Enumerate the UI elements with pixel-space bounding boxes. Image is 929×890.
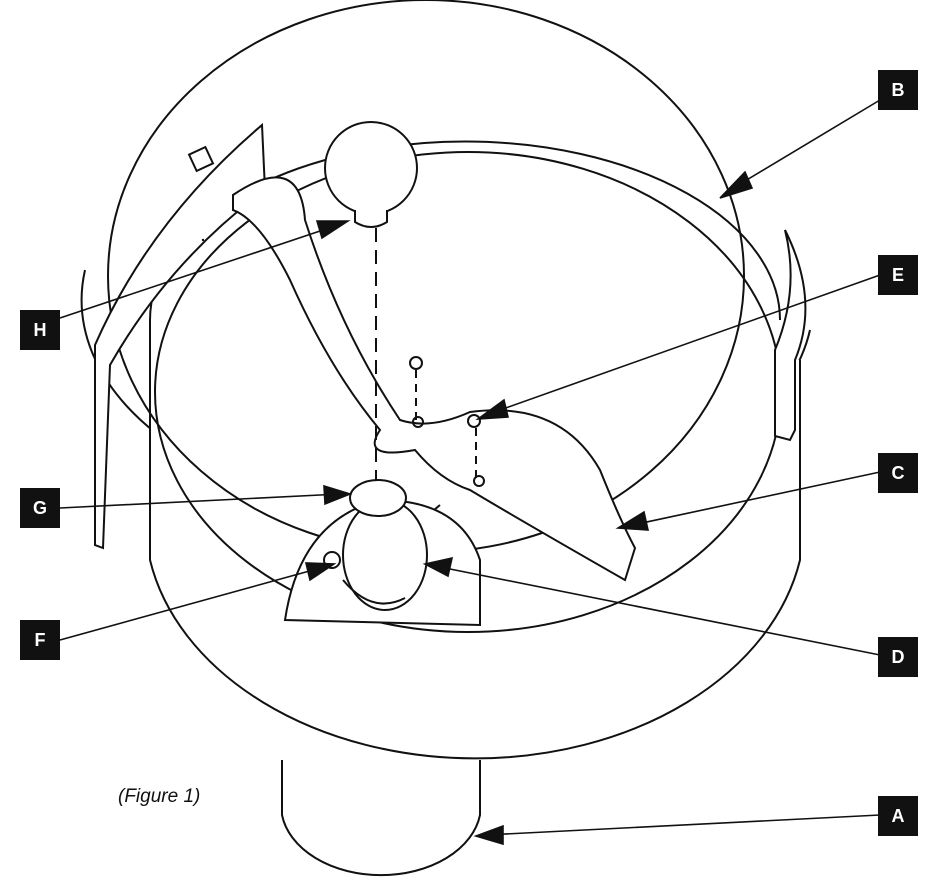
leader-f bbox=[59, 566, 325, 641]
ball-stem bbox=[354, 210, 388, 228]
callout-d: D bbox=[878, 637, 918, 677]
base-tube bbox=[281, 760, 481, 877]
ball bbox=[324, 121, 418, 215]
leader-d bbox=[434, 565, 881, 656]
callout-h: H bbox=[20, 310, 60, 350]
arrowhead-b bbox=[719, 170, 754, 199]
arrowhead-c bbox=[615, 510, 650, 531]
leader-g bbox=[59, 493, 341, 509]
hole-left bbox=[412, 416, 424, 428]
leader-c bbox=[627, 471, 881, 527]
right-strap bbox=[774, 229, 807, 442]
callout-c: C bbox=[878, 453, 918, 493]
arrowhead-f bbox=[304, 562, 337, 582]
arrowhead-h bbox=[315, 220, 351, 240]
figure-caption: (Figure 1) bbox=[118, 786, 201, 807]
leader-h bbox=[59, 224, 339, 319]
arrowhead-d bbox=[422, 556, 454, 578]
screw-right bbox=[467, 414, 481, 428]
arrowhead-g bbox=[323, 484, 353, 506]
screw-left bbox=[409, 356, 423, 370]
clip bbox=[187, 145, 215, 173]
callout-g: G bbox=[20, 488, 60, 528]
cross-arm bbox=[232, 176, 637, 582]
callout-a: A bbox=[878, 796, 918, 836]
callout-f: F bbox=[20, 620, 60, 660]
arrowhead-a bbox=[473, 824, 504, 846]
hole-right bbox=[473, 475, 485, 487]
bowl-lower-outline bbox=[149, 320, 801, 760]
arrowhead-e bbox=[475, 398, 509, 420]
stray-dot bbox=[201, 238, 205, 242]
valve-top bbox=[349, 479, 407, 517]
callout-b: B bbox=[878, 70, 918, 110]
leader-a bbox=[485, 814, 881, 836]
leader-e bbox=[485, 274, 881, 416]
callout-e: E bbox=[878, 255, 918, 295]
valve-lower bbox=[342, 579, 406, 605]
leader-b bbox=[729, 99, 881, 191]
